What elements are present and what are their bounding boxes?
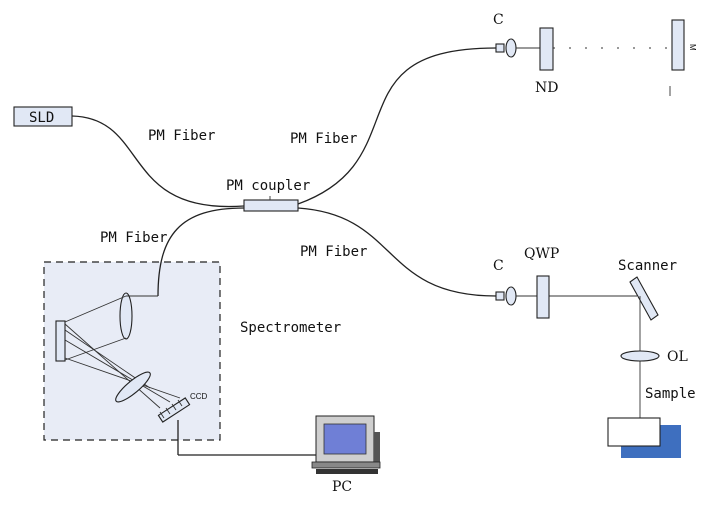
- sld-label: SLD: [29, 110, 54, 126]
- qwp-label: QWP: [524, 246, 559, 262]
- collimator-bottom-connector: [495, 291, 505, 301]
- spectrometer-label: Spectrometer: [240, 320, 341, 336]
- scanner-mirror: [629, 276, 659, 321]
- sample-fiber: [297, 207, 497, 297]
- fiber-sample-label: PM Fiber: [300, 244, 367, 260]
- nd-filter: [539, 27, 554, 71]
- pc-label: PC: [332, 479, 352, 495]
- fiber-sld-label: PM Fiber: [148, 128, 215, 144]
- objective-lens: [620, 350, 660, 362]
- qwp-plate: [536, 275, 550, 319]
- spec-ray-2: [64, 337, 127, 361]
- collimator-top-label: C: [493, 12, 504, 28]
- reference-fiber: [297, 47, 497, 205]
- scanner-label: Scanner: [618, 258, 677, 274]
- pm-coupler-box: [243, 199, 299, 212]
- sample-holder: [607, 417, 661, 447]
- collimator-top-lens: [505, 38, 517, 58]
- pc-computer-icon: [311, 415, 381, 474]
- reference-mirror: [671, 19, 685, 71]
- pm-coupler-label: PM coupler: [226, 178, 310, 194]
- spec-ray-1: [64, 295, 127, 323]
- spectrometer-collimating-lens: [119, 292, 133, 340]
- nd-label: ND: [535, 80, 558, 96]
- spectrometer-fiber: [157, 207, 245, 297]
- sld-fiber: [71, 115, 245, 208]
- spec-ray-4: [64, 357, 181, 399]
- fiber-spec-label: PM Fiber: [100, 230, 167, 246]
- spectrometer-box: [43, 261, 221, 441]
- sample-label: Sample: [645, 386, 696, 402]
- spec-ray-5: [64, 339, 171, 403]
- ccd-array: [157, 397, 191, 423]
- ccd-label: CCD: [190, 392, 208, 401]
- collimator-bottom-lens: [505, 286, 517, 306]
- mirror-label: M: [688, 44, 697, 51]
- spectrometer-focusing-lens: [115, 371, 151, 403]
- ol-label: OL: [667, 349, 688, 365]
- collimator-bottom-label: C: [493, 258, 504, 274]
- collimator-top-connector: [495, 43, 505, 53]
- fiber-ref-label: PM Fiber: [290, 131, 357, 147]
- sld-box: [13, 106, 73, 127]
- spec-ray-3: [64, 323, 161, 409]
- grating: [55, 320, 66, 362]
